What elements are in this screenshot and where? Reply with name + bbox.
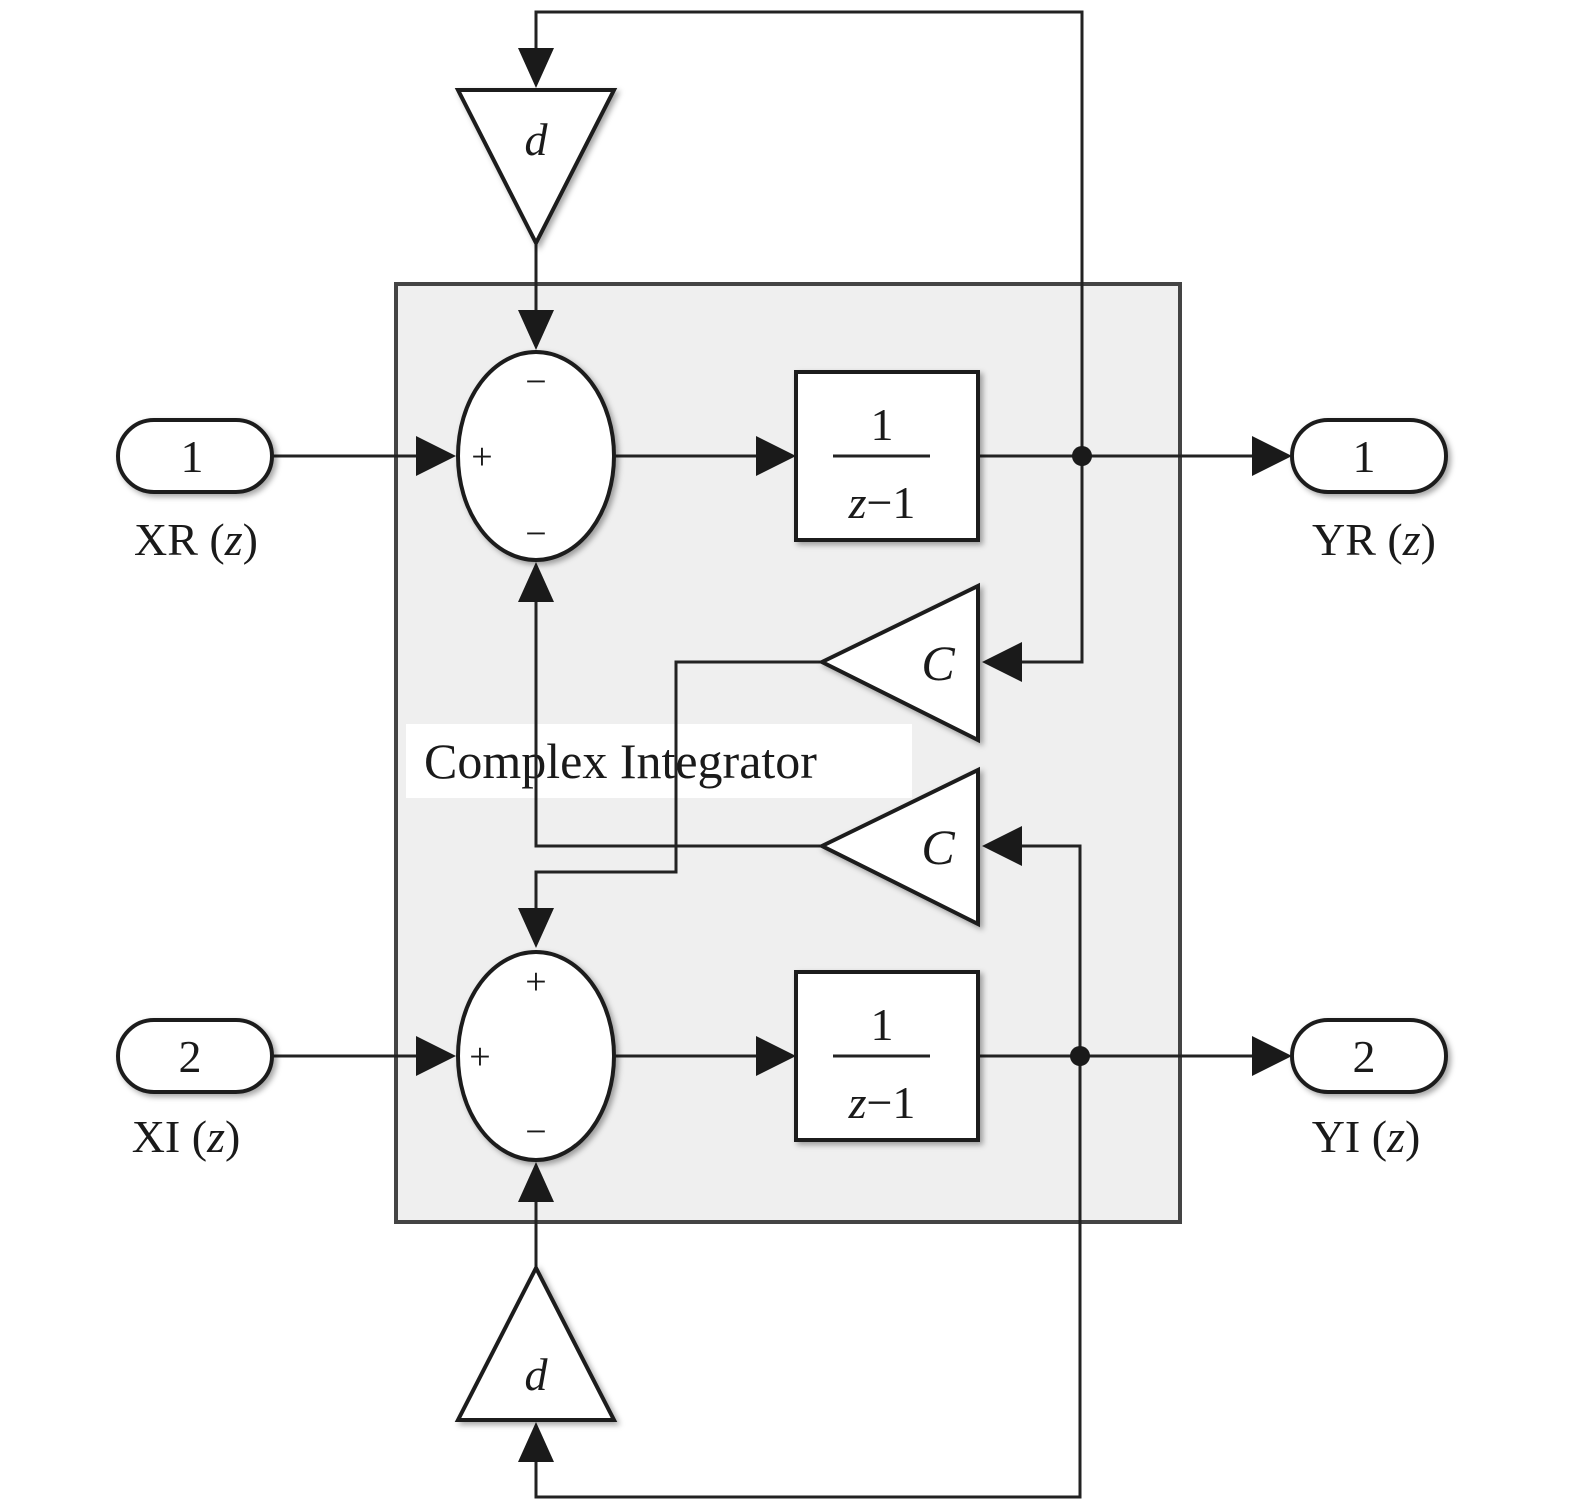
outport-yr[interactable]: 1 [1290,418,1448,494]
outport-yr-label: YR (z) [1312,514,1436,565]
arrowhead-dtop-in [518,48,554,88]
junction-yr [1072,446,1092,466]
wire-yr-feedback-top [534,10,1084,456]
wire-c-upper-to-sum2 [534,660,822,908]
inport-xr-label: XR (z) [134,514,258,565]
outport-yi-number: 2 [1353,1031,1376,1082]
inport-xi-number: 2 [179,1031,202,1082]
int2-numerator: 1 [871,999,894,1050]
arrowhead-int1-in [756,436,796,476]
int1-numerator: 1 [871,399,894,450]
inport-xr[interactable]: 1 [116,418,274,494]
arrowhead-sum2-left [416,1036,456,1076]
arrowhead-yi-out [1252,1036,1292,1076]
sum-block-imag[interactable]: + + − [456,950,616,1162]
arrowhead-sum1-top [518,310,554,350]
arrowhead-yr-out [1252,436,1292,476]
gain-d-top[interactable]: d [454,88,618,248]
arrowhead-sum1-bottom [518,562,554,602]
sum2-sign-left: + [469,1036,490,1078]
outport-yi-label: YI (z) [1312,1111,1421,1162]
gain-c-lower[interactable]: C [817,766,980,928]
gain-d-bottom[interactable]: d [454,1263,618,1422]
sum1-sign-bottom: − [525,513,546,555]
gain-d-top-label: d [525,114,549,165]
integrator-block-real[interactable]: 1 z−1 [794,370,980,542]
arrowhead-c-lower-in [982,826,1022,866]
wire-yi-feedback-bottom [534,1056,1082,1499]
subsystem-label-bg [406,724,912,798]
outport-yi[interactable]: 2 [1290,1018,1448,1094]
inport-xi-label: XI (z) [132,1111,241,1162]
outport-yr-number: 1 [1353,431,1376,482]
inport-xr-number: 1 [181,431,204,482]
arrowhead-dbottom-in [518,1422,554,1462]
arrowhead-int2-in [756,1036,796,1076]
int1-denominator: z−1 [848,477,916,528]
gain-c-upper[interactable]: C [817,582,980,744]
int2-denominator: z−1 [848,1077,916,1128]
gain-c-upper-label: C [921,635,955,691]
wire-c-lower-to-sum1 [534,600,822,848]
gain-c-lower-label: C [921,819,955,875]
arrowhead-sum2-bottom [518,1162,554,1202]
arrowhead-c-upper-in [982,642,1022,682]
arrowhead-sum2-top [518,908,554,948]
gain-d-bottom-label: d [525,1349,549,1400]
sum2-sign-top: + [525,961,546,1003]
inport-xi[interactable]: 2 [116,1018,274,1094]
sum-block-real[interactable]: − + − [456,350,616,562]
sum2-sign-bottom: − [525,1111,546,1153]
subsystem-label: Complex Integrator [424,733,817,789]
arrowhead-sum1-left [416,436,456,476]
junction-yi [1070,1046,1090,1066]
wire-yr-to-c-upper [1022,456,1084,664]
integrator-block-imag[interactable]: 1 z−1 [794,970,980,1142]
sum1-sign-left: + [471,436,492,478]
sum1-sign-top: − [525,361,546,403]
wire-yi-to-c-lower [1022,844,1082,1056]
